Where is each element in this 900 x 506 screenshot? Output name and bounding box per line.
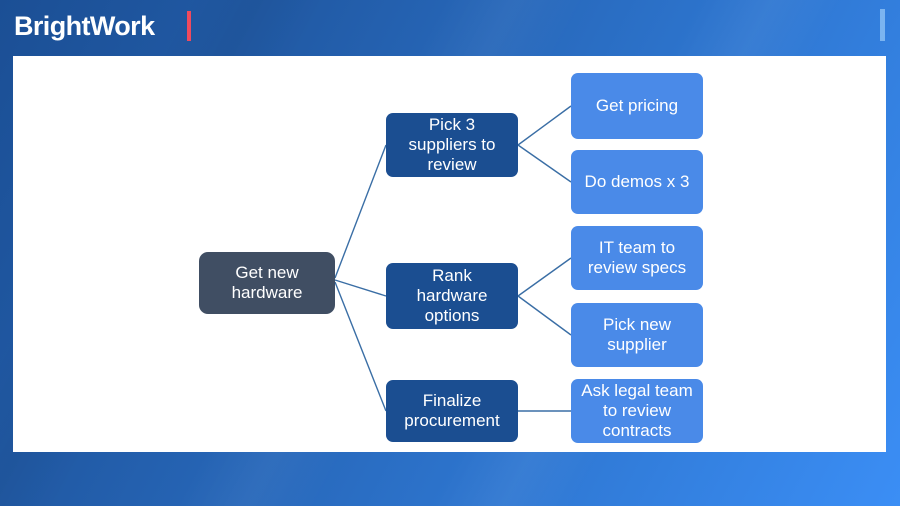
node-label: IT team to review specs	[587, 238, 687, 277]
node-branch-2[interactable]: Rank hardware options	[386, 263, 518, 329]
connector-line	[334, 279, 387, 297]
node-leaf-1-2[interactable]: Do demos x 3	[571, 150, 703, 214]
connector-line	[517, 295, 572, 336]
node-branch-3[interactable]: Finalize procurement	[386, 380, 518, 442]
brand-logo: BrightWork	[14, 11, 155, 41]
node-leaf-1-1[interactable]: Get pricing	[571, 73, 703, 139]
node-label: Pick new supplier	[602, 315, 672, 354]
node-label: Pick 3 suppliers to review	[408, 115, 496, 174]
node-label: Ask legal team to review contracts	[581, 381, 693, 440]
node-leaf-3-1[interactable]: Ask legal team to review contracts	[571, 379, 703, 443]
connector-line	[517, 257, 572, 297]
node-label: Get new hardware	[231, 263, 303, 302]
connector-line	[334, 144, 387, 279]
node-label: Rank hardware options	[416, 266, 488, 325]
connector-line	[334, 281, 387, 412]
diagram-edges	[334, 105, 572, 412]
node-label: Do demos x 3	[584, 172, 690, 191]
connector-line	[517, 144, 572, 183]
node-leaf-2-1[interactable]: IT team to review specs	[571, 226, 703, 290]
corner-accent-bar-icon	[880, 9, 885, 41]
node-branch-1[interactable]: Pick 3 suppliers to review	[386, 113, 518, 177]
node-label: Get pricing	[595, 96, 679, 115]
tree-diagram: Get new hardware Pick 3 suppliers to revi…	[13, 56, 886, 452]
slide-canvas: Get new hardware Pick 3 suppliers to revi…	[13, 56, 886, 452]
node-label: Finalize procurement	[404, 391, 500, 430]
connector-line	[517, 105, 572, 146]
logo-divider-icon	[187, 11, 191, 41]
node-leaf-2-2[interactable]: Pick new supplier	[571, 303, 703, 367]
node-root[interactable]: Get new hardware	[199, 252, 335, 314]
